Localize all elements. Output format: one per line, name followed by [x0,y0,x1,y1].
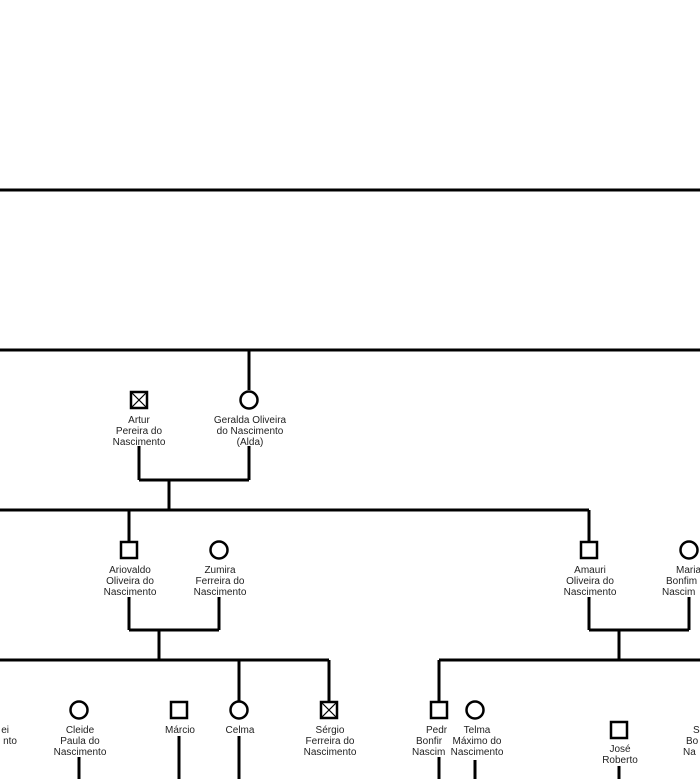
deceased-cross [321,702,337,718]
female-symbol [679,540,699,560]
female-symbol [229,700,249,720]
label-backdrop [448,724,508,760]
male-symbol [579,540,599,560]
female-symbol [239,390,259,410]
person-marcio[interactable]: Márcio [165,700,195,736]
person-label: Celma [226,725,255,736]
male-symbol [609,720,629,740]
female-symbol [465,700,485,720]
person-celma[interactable]: Celma [226,700,255,737]
female-symbol [209,540,229,560]
male-symbol [169,700,189,720]
female-symbol [69,700,89,720]
deceased-cross [131,392,147,408]
male-symbol [429,700,449,720]
connector-lines [0,188,700,779]
male-symbol [119,540,139,560]
person-label: Márcio [165,725,195,736]
